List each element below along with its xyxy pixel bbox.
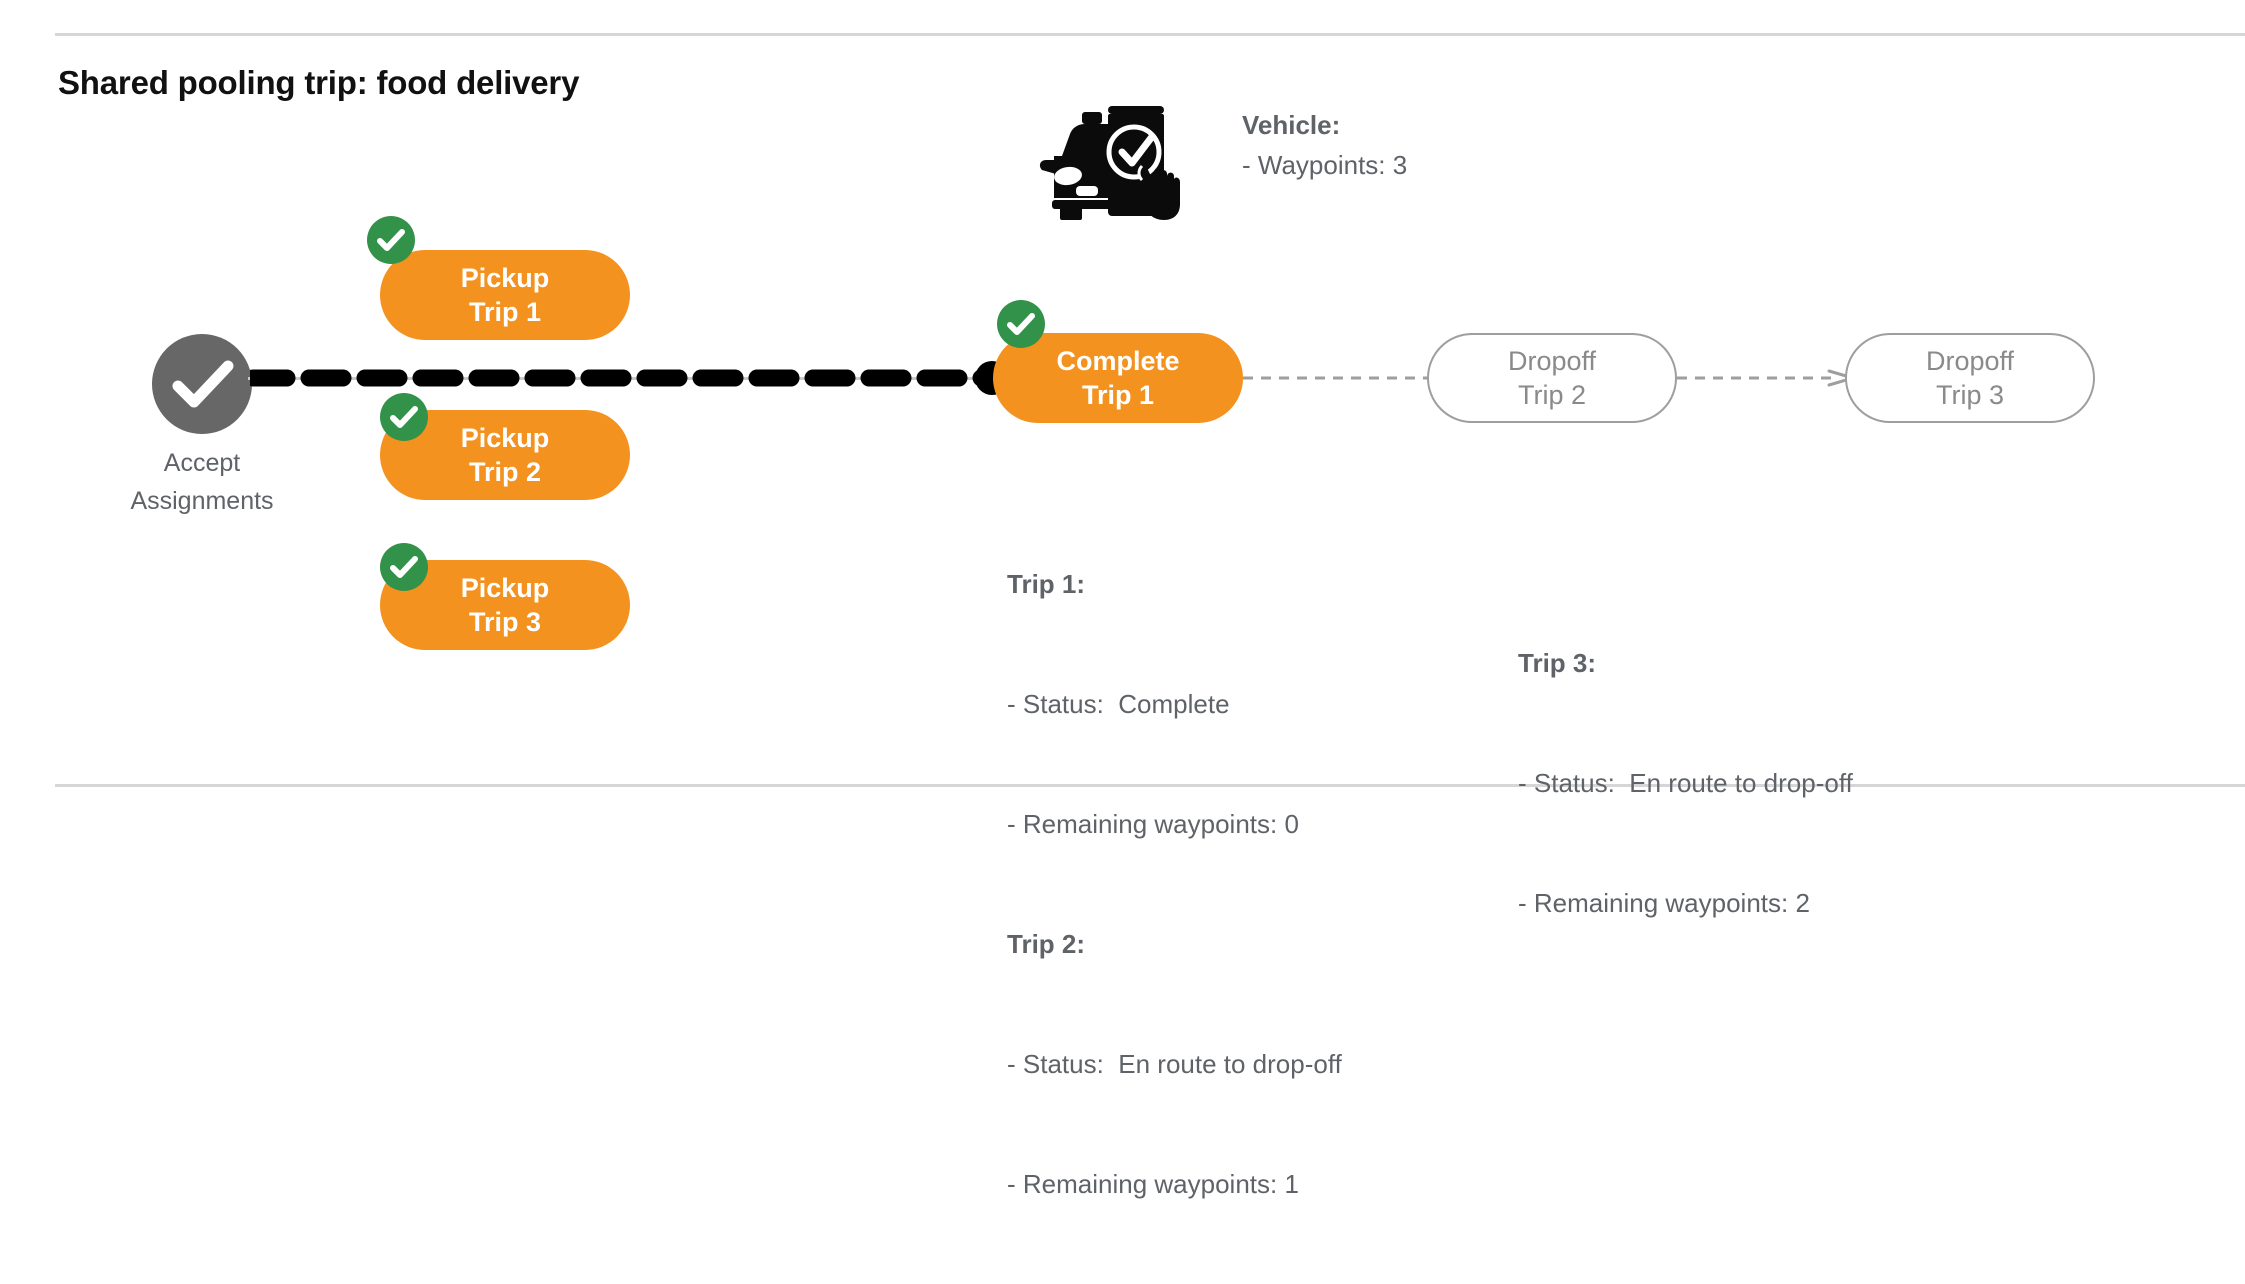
check-badge-icon xyxy=(367,216,415,264)
vehicle-waypoints: - Waypoints: 3 xyxy=(1242,150,1408,180)
page-title: Shared pooling trip: food delivery xyxy=(58,64,580,101)
dropoff-trip-2-node[interactable]: Dropoff Trip 2 xyxy=(1427,333,1677,423)
trip2-status: - Status: En route to drop-off xyxy=(1007,1049,1342,1079)
pickup-2-line2: Trip 2 xyxy=(468,457,542,487)
spine-dashed-line xyxy=(244,368,1001,388)
pickup-trip-1-node[interactable]: Pickup Trip 1 xyxy=(380,250,630,340)
pickup-2-line1: Pickup xyxy=(460,423,550,453)
check-badge-icon xyxy=(380,543,428,591)
trip3-waypoints: - Remaining waypoints: 2 xyxy=(1518,888,1810,918)
connector-dropoff2-to-dropoff3 xyxy=(1677,367,1861,389)
trip1-waypoints: - Remaining waypoints: 0 xyxy=(1007,809,1299,839)
dropoff-3-line2: Trip 3 xyxy=(1935,380,2004,410)
pickup-trip-2-node[interactable]: Pickup Trip 2 xyxy=(380,410,630,500)
dropoff-trip-3-node[interactable]: Dropoff Trip 3 xyxy=(1845,333,2095,423)
check-badge-icon xyxy=(380,393,428,441)
diagram-canvas: Shared pooling trip: food delivery Accep… xyxy=(55,33,2245,1199)
dropoff-2-line1: Dropoff xyxy=(1507,346,1597,376)
pickup-1-line2: Trip 1 xyxy=(468,297,542,327)
top-divider xyxy=(55,33,2245,36)
vehicle-heading: Vehicle: xyxy=(1242,110,1341,140)
pickup-3-line1: Pickup xyxy=(460,573,550,603)
check-badge-icon xyxy=(997,300,1045,348)
pickup-1-line1: Pickup xyxy=(460,263,550,293)
complete-line2: Trip 1 xyxy=(1081,380,1155,410)
complete-trip-1-node[interactable]: Complete Trip 1 xyxy=(993,333,1243,423)
check-circle-icon xyxy=(152,334,252,434)
vehicle-phone-check-icon xyxy=(1034,86,1184,226)
trip3-heading: Trip 3: xyxy=(1518,648,1597,678)
trip2-heading: Trip 2: xyxy=(1007,929,1086,959)
bottom-divider xyxy=(55,784,2245,787)
trip-details-right: Trip 3: - Status: En route to drop-off -… xyxy=(1518,563,1853,1003)
pickup-3-line2: Trip 3 xyxy=(468,607,542,637)
dropoff-2-line2: Trip 2 xyxy=(1517,380,1586,410)
accept-label-line2: Assignments xyxy=(130,487,274,515)
complete-line1: Complete xyxy=(1056,346,1180,376)
connector-complete-to-dropoff2 xyxy=(1243,371,1427,385)
dropoff-3-line1: Dropoff xyxy=(1925,346,2015,376)
accept-assignments-label: Accept Assignments xyxy=(92,444,312,520)
trip1-heading: Trip 1: xyxy=(1007,569,1086,599)
trip1-status: - Status: Complete xyxy=(1007,689,1230,719)
vehicle-info: Vehicle: - Waypoints: 3 xyxy=(1242,105,1407,185)
accept-label-line1: Accept xyxy=(163,449,241,477)
trip2-waypoints: - Remaining waypoints: 1 xyxy=(1007,1169,1299,1199)
trip3-status: - Status: En route to drop-off xyxy=(1518,768,1853,798)
accept-assignments-node[interactable]: Accept Assignments xyxy=(130,334,274,515)
trip-details-left: Trip 1: - Status: Complete - Remaining w… xyxy=(1007,484,1342,1284)
